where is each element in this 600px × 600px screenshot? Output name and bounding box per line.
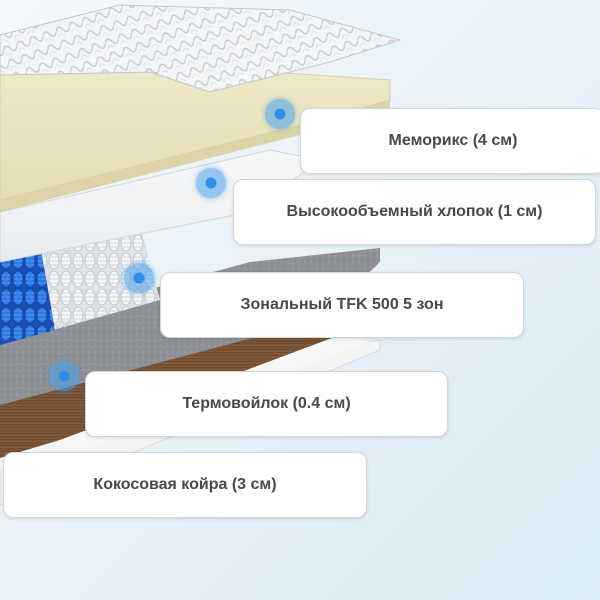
- quilted-top-cover: [0, 4, 402, 93]
- cotton-marker-icon: [196, 168, 226, 198]
- spring-block-blue: [0, 244, 55, 345]
- label-coir: Кокосовая койра (3 см): [3, 452, 367, 518]
- memory-foam-side: [0, 100, 390, 212]
- label-memorix: Меморикс (4 см): [300, 108, 600, 174]
- label-cotton: Высокообъемный хлопок (1 см): [233, 179, 596, 245]
- springs-marker-icon: [124, 263, 154, 293]
- memorix-marker-icon: [265, 99, 295, 129]
- label-springs: Зональный TFK 500 5 зон: [160, 272, 524, 338]
- label-thermofelt: Термовойлок (0.4 см): [85, 371, 448, 437]
- thermofelt-marker-icon: [49, 361, 79, 391]
